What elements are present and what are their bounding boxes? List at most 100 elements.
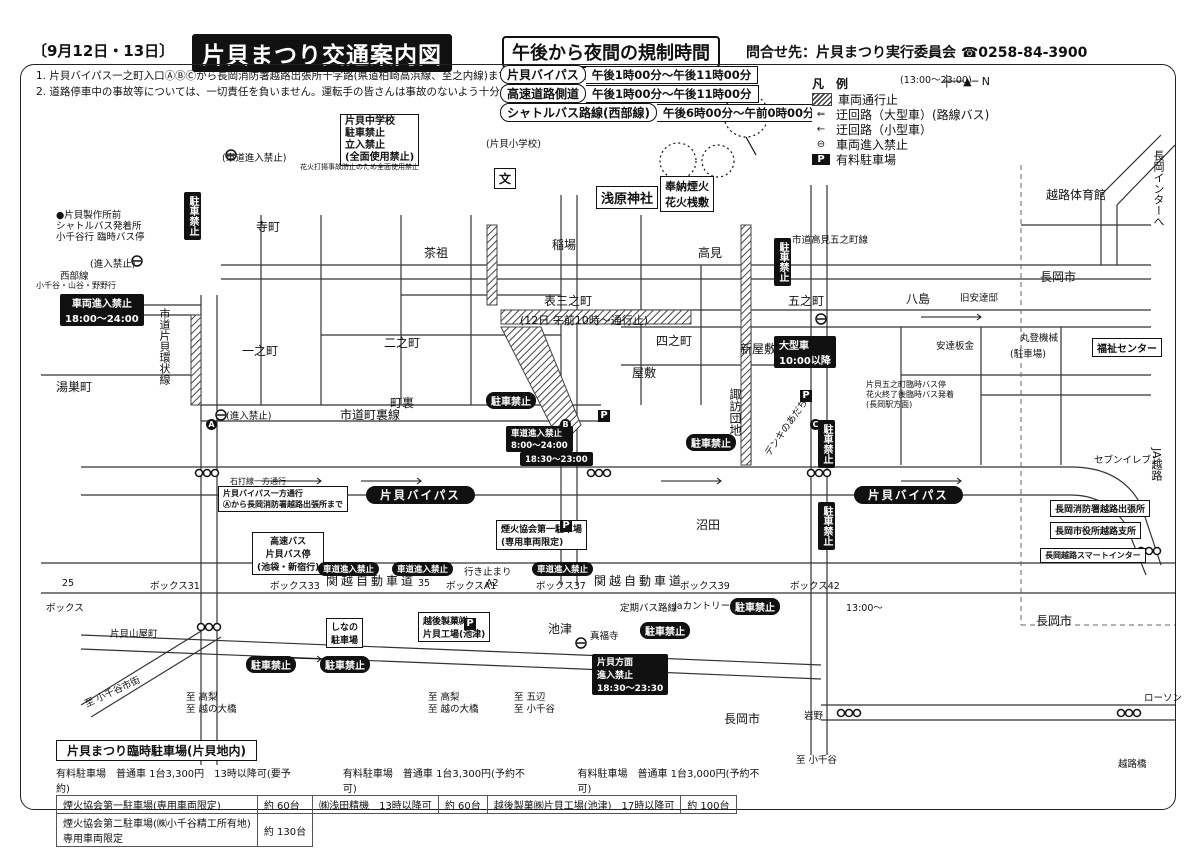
shinpukuji-label: 真福寺 bbox=[590, 631, 619, 642]
entry-point-a: A bbox=[206, 412, 217, 431]
parking-name: 煙火協会第一駐車場(専用車両限定) bbox=[56, 795, 258, 814]
no-entry-tag-2: (進入禁止) bbox=[90, 259, 136, 270]
hatch-icon bbox=[812, 93, 832, 106]
entry-point-b: B bbox=[560, 412, 571, 431]
time-13-23: (13:00～23:00) bbox=[900, 75, 972, 86]
area-ninomachi: 二之町 bbox=[384, 336, 421, 350]
area-ichinomachi: 一之町 bbox=[242, 344, 279, 358]
parking-name: 越後製菓㈱片貝工場(池津) 17時以降可 bbox=[486, 795, 682, 814]
area-hachijima: 八島 bbox=[906, 292, 931, 306]
city-branch-label: 長岡市役所越路支所 bbox=[1050, 522, 1142, 539]
closed-12th-note: (12日 午前10時～通行止) bbox=[520, 314, 649, 327]
regulation-row: 片貝バイパス 午後1時00分～午後11時00分 bbox=[500, 65, 822, 84]
area-omotesannomachi: 表三之町 bbox=[544, 294, 593, 308]
to-takanashi-2: 至 高梨 至 越の大橋 bbox=[428, 692, 479, 715]
parking-name: 煙火協会第二駐車場(㈱小千谷精工所有地) 専用車両限定 bbox=[56, 813, 258, 847]
parking-capacity: 約 60台 bbox=[437, 795, 488, 814]
legend: 凡 例 ┼──▲─ N 車両通行止 ⇐迂回路（大型車）(路線バス) ←迂回路（小… bbox=[812, 75, 990, 167]
bypass-oneway-note: 片貝バイパス一方通行 Ⓐから長岡消防署越路出張所まで bbox=[218, 486, 348, 512]
koshiji-bridge-label: 越路橋 bbox=[1118, 759, 1147, 770]
legend-title: 凡 例 bbox=[812, 77, 849, 91]
ishiuchi-oneway-label: 石打線一方通行 bbox=[230, 477, 286, 486]
parking-capacity: 約 130台 bbox=[256, 813, 314, 847]
regulation-time: 午後6時00分～午前0時00分 bbox=[656, 103, 822, 122]
asahara-shrine-label: 浅原神社 bbox=[596, 186, 659, 209]
large-vehicle-time: 大型車 10:00以降 bbox=[774, 336, 836, 368]
katakai-direction-no-entry: 片貝方面 進入禁止 18:30～23:30 bbox=[592, 654, 669, 695]
parking-name: ㈱浅田精機 13時以降可 bbox=[312, 795, 439, 814]
area-yashiki: 屋敷 bbox=[632, 366, 657, 380]
gonomachi-bus-stop-label: 片貝五之町臨時バス停 花火終了後臨時バス発着 (長岡駅方面) bbox=[866, 380, 954, 409]
koshiji-gym-label: 越路体育館 bbox=[1046, 188, 1107, 202]
suwa-danchi-label: 諏訪団地 bbox=[728, 388, 742, 436]
legend-label: 車両進入禁止 bbox=[836, 138, 909, 152]
regular-bus-label: 定期バス路線 bbox=[620, 603, 678, 614]
no-parking-sign: 駐車禁止 bbox=[730, 598, 780, 615]
fire-station-label: 長岡消防署越路出張所 bbox=[1050, 500, 1151, 517]
legend-item: ⊖車両進入禁止 bbox=[812, 137, 990, 152]
lawson-label: ローソン bbox=[1144, 693, 1183, 704]
ja-country-label: Jaカントリー bbox=[674, 601, 731, 612]
to-takanashi-1: 至 高梨 至 越の大橋 bbox=[186, 692, 237, 715]
note-2: 2. 道路停車中の事故等については、一切責任を負いません。運転手の皆さんは事故の… bbox=[36, 86, 595, 98]
nagaoka-city-label: 長岡市 bbox=[1040, 270, 1077, 284]
legend-label: 有料駐車場 bbox=[836, 153, 897, 167]
no-parking-sign: 駐車禁止 bbox=[818, 420, 835, 468]
box-label: 35 bbox=[418, 578, 431, 589]
box-label: A2 bbox=[486, 578, 499, 589]
katakai-ring-road-label: 市道片貝環状線 bbox=[158, 308, 171, 385]
hanabi-sajiki-label: 奉納煙火 花火桟敷 bbox=[660, 176, 714, 212]
time-1830-2300: 18:30～23:00 bbox=[520, 452, 593, 466]
parking-icon: P bbox=[812, 154, 830, 165]
adachi-sheet-label: 安達板金 bbox=[936, 341, 975, 352]
regulation-road: 高速道路側道 bbox=[500, 84, 587, 103]
parking-price-row: 有料駐車場 普通車 1台3,300円 13時以降可(要予約) 有料駐車場 普通車… bbox=[56, 765, 772, 795]
legend-label: 迂回路（大型車）(路線バス) bbox=[836, 108, 990, 122]
parking-price: 有料駐車場 普通車 1台3,000円(予約不可) bbox=[577, 769, 760, 795]
parking-price: 有料駐車場 普通車 1台3,300円 13時以降可(要予約) bbox=[56, 769, 291, 795]
parking-icon: P bbox=[800, 390, 812, 402]
no-entry-tag-3: (進入禁止) bbox=[226, 411, 272, 422]
area-ikezu: 池津 bbox=[548, 622, 573, 636]
no-entry-sign: 車道進入禁止 bbox=[318, 562, 380, 576]
highway-bus-stop-label: 高速バス 片貝バス停 (池袋・新宿行) bbox=[252, 532, 325, 575]
regulation-table: 片貝バイパス 午後1時00分～午後11時00分 高速道路側道 午後1時00分～午… bbox=[500, 65, 822, 122]
parking-icon: P bbox=[464, 618, 476, 630]
shinano-parking-label: しなの 駐車場 bbox=[326, 618, 364, 648]
parking-icon: P bbox=[560, 520, 572, 532]
nagaoka-city-label-3: 長岡市 bbox=[724, 712, 761, 726]
double-arrow-icon: ⇐ bbox=[816, 109, 826, 120]
parking-capacity: 約 100台 bbox=[680, 795, 737, 814]
school-icon: 文 bbox=[494, 168, 517, 189]
no-parking-sign: 駐車禁止 bbox=[686, 434, 736, 451]
nagaoka-ic-label: 長岡インターへ bbox=[1152, 150, 1165, 227]
box-label: 25 bbox=[62, 578, 75, 589]
parking-small-label: (駐車場) bbox=[1010, 349, 1046, 360]
box-label: ボックス33 bbox=[270, 581, 320, 592]
no-parking-sign: 駐車禁止 bbox=[486, 392, 536, 409]
legend-item: ⇐ 迂回路（大型車）(路線バス) bbox=[812, 107, 990, 122]
katakai-yamaya-label: 片貝山屋町 bbox=[110, 629, 158, 640]
area-teramachi: 寺町 bbox=[256, 220, 281, 234]
seven-eleven-label: セブンイレブン bbox=[1094, 455, 1161, 466]
seibu-no-entry-time: 車両進入禁止 18:00～24:00 bbox=[60, 294, 144, 326]
no-entry-sign: 車道進入禁止 bbox=[392, 562, 454, 576]
north-arrow-icon: ┼──▲─ N bbox=[943, 75, 990, 88]
nagaoka-city-label-2: 長岡市 bbox=[1036, 614, 1073, 628]
legend-item: ←迂回路（小型車） bbox=[812, 122, 990, 137]
no-parking-sign: 駐車禁止 bbox=[184, 192, 201, 240]
area-yonnomachi: 四之町 bbox=[656, 334, 693, 348]
dead-end-label: 行き止まり bbox=[464, 567, 512, 578]
area-yugemachi: 湯巣町 bbox=[56, 380, 93, 394]
parking-title: 片貝まつり臨時駐車場(片貝地内) bbox=[56, 740, 257, 761]
no-parking-sign: 駐車禁止 bbox=[640, 622, 690, 639]
contact-info: 問合せ先：片貝まつり実行委員会 ☎0258-84-3900 bbox=[746, 45, 1088, 61]
arrow-icon: ← bbox=[816, 124, 826, 135]
table-row: 煙火協会第二駐車場(㈱小千谷精工所有地) 専用車両限定 約 130台 bbox=[56, 813, 737, 847]
shuttle-terminal-label: ●片貝製作所前 シャトルバス発着所 小千谷行 臨時バス停 bbox=[56, 210, 145, 243]
box-label: ボックス bbox=[46, 603, 84, 614]
area-numata: 沼田 bbox=[696, 518, 721, 532]
area-machiura: 町裏 bbox=[390, 396, 415, 410]
page-title: 片貝まつり交通案内図 bbox=[192, 34, 452, 72]
no-parking-sign: 駐車禁止 bbox=[320, 656, 370, 673]
